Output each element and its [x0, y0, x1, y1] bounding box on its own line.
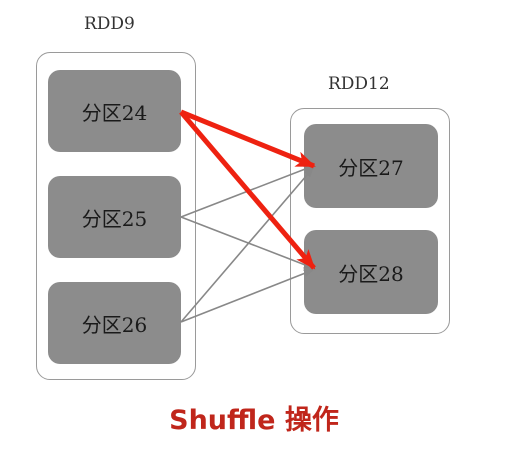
shuffle-caption: Shuffle 操作 — [169, 405, 339, 436]
partition-25: 分区25 — [48, 176, 181, 258]
partition-28: 分区28 — [304, 230, 438, 314]
partition-27: 分区27 — [304, 124, 438, 208]
partition-24: 分区24 — [48, 70, 181, 152]
partition-26: 分区26 — [48, 282, 181, 364]
rdd12-title: RDD12 — [328, 74, 390, 94]
rdd9-title: RDD9 — [84, 14, 135, 34]
